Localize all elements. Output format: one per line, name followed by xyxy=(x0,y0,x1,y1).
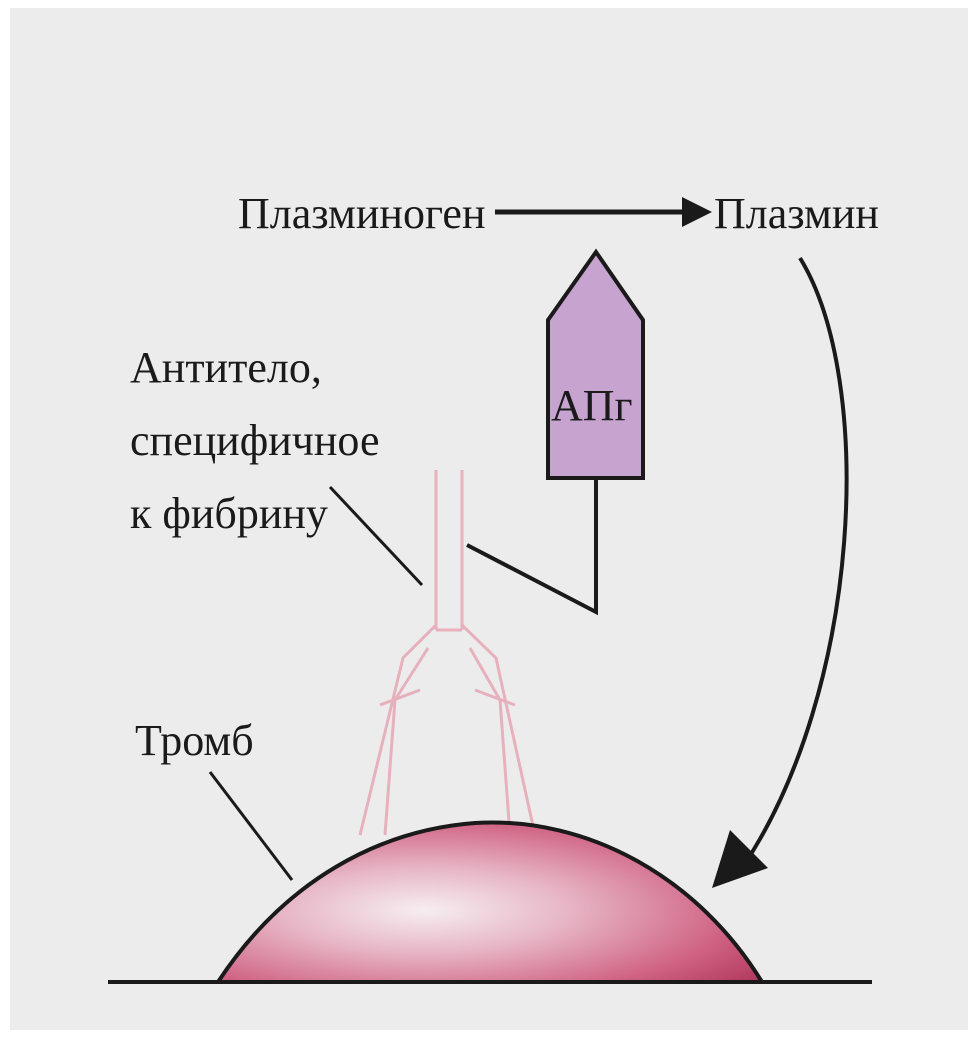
antibody-label-line1: Антитело, xyxy=(130,343,322,392)
antibody-label-line3: к фибрину xyxy=(130,489,328,538)
antibody-pointer-line xyxy=(330,487,422,585)
apg-pentagon-shape xyxy=(548,252,643,478)
activation-arrow-head xyxy=(682,197,712,227)
thrombus-shape xyxy=(218,822,762,982)
plasmin-to-thrombus-arrow-line xyxy=(742,258,847,868)
antibody-label-line2: специфичное xyxy=(130,416,380,465)
thrombus-pointer-line xyxy=(210,772,292,880)
apg-antibody-linker xyxy=(467,478,596,612)
antibody-shape xyxy=(360,470,535,835)
thrombus-label: Тромб xyxy=(135,716,254,765)
plasminogen-label: Плазминоген xyxy=(238,189,486,238)
apg-label: АПг xyxy=(551,381,633,430)
plasmin-label: Плазмин xyxy=(714,189,879,238)
